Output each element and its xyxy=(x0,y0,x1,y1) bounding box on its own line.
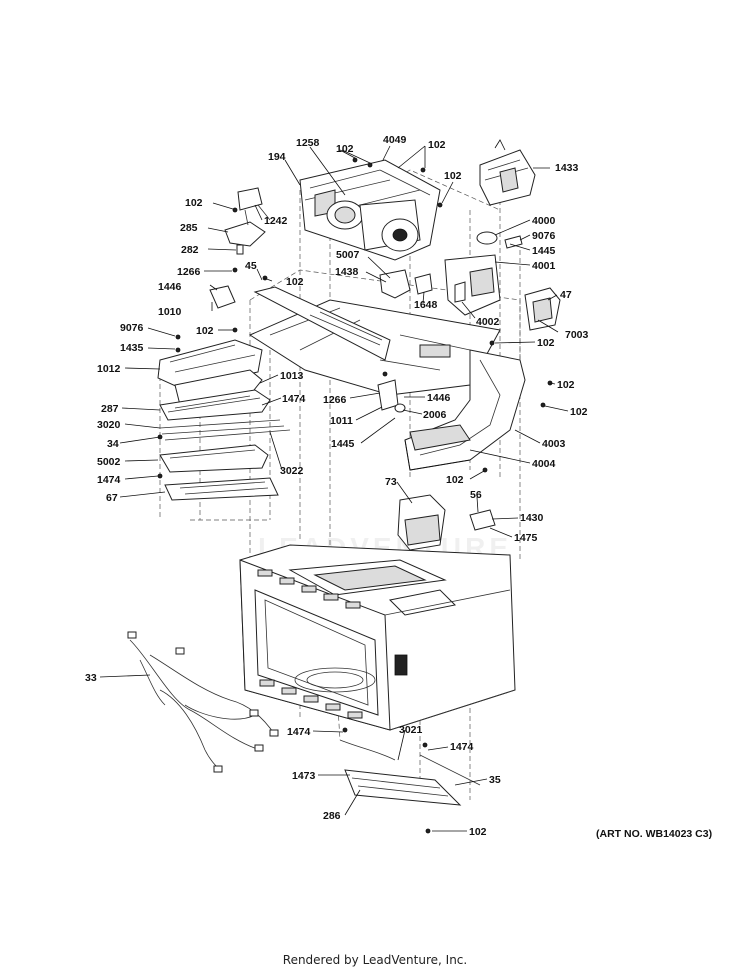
callout-label: 1474 xyxy=(287,726,311,738)
duct-clip-1438 xyxy=(379,269,433,299)
callout-label: 47 xyxy=(560,289,572,301)
callout-label: 2006 xyxy=(423,409,447,421)
fan-motor-1258 xyxy=(326,199,421,252)
callout-label: 1474 xyxy=(97,474,121,486)
callout-label: 1010 xyxy=(158,306,182,318)
lamp-assembly-285 xyxy=(224,187,271,255)
callout-label: 4001 xyxy=(532,260,556,272)
art-number: (ART NO. WB14023 C3) xyxy=(596,828,713,840)
callout-label: 1474 xyxy=(450,741,474,753)
callout-label: 33 xyxy=(85,672,97,684)
callout-label: 1475 xyxy=(514,532,538,544)
callout-label: 1474 xyxy=(282,393,306,405)
callout-label: 102 xyxy=(286,276,304,288)
transformer-1433 xyxy=(479,139,536,206)
callout-label: 4000 xyxy=(532,215,556,227)
callout-label: 4049 xyxy=(383,134,407,146)
callout-label: 1648 xyxy=(414,299,438,311)
callout-label: 194 xyxy=(268,151,286,163)
callout-label: 1445 xyxy=(532,245,556,257)
callout-label: 102 xyxy=(537,337,555,349)
callout-label: 56 xyxy=(470,489,482,501)
callout-label: 73 xyxy=(385,476,397,488)
callout-label: 4002 xyxy=(476,316,500,328)
callout-label: 35 xyxy=(489,774,501,786)
callout-label: 285 xyxy=(180,222,198,234)
callout-label: 102 xyxy=(469,826,487,838)
callout-label: 7003 xyxy=(565,329,589,341)
callout-label: 1242 xyxy=(264,215,288,227)
callout-label: 1446 xyxy=(427,392,451,404)
leader-lines xyxy=(99,145,569,832)
callout-label: 9076 xyxy=(120,322,144,334)
callout-label: 102 xyxy=(557,379,575,391)
footer-credit: Rendered by LeadVenture, Inc. xyxy=(282,953,468,967)
callout-label: 4004 xyxy=(532,458,556,470)
wire-harness-33 xyxy=(127,631,279,773)
callout-label: 1446 xyxy=(158,281,182,293)
callout-label: 1438 xyxy=(335,266,359,278)
cavity-vent-slots xyxy=(257,569,363,719)
callout-label: 102 xyxy=(185,197,203,209)
bracket-47 xyxy=(524,287,561,331)
callout-label: 1012 xyxy=(97,363,121,375)
base-plate-45 xyxy=(248,286,501,396)
callout-label: 1266 xyxy=(177,266,201,278)
callout-label: 1011 xyxy=(330,415,353,427)
callout-label: 5007 xyxy=(336,249,360,261)
callout-label: 102 xyxy=(428,139,446,151)
callout-label: 3021 xyxy=(399,724,423,736)
callout-labels: 102 4049 102 1258 194 102 1433 102 1242 … xyxy=(85,134,589,838)
callout-label: 9076 xyxy=(532,230,556,242)
callout-label: 1435 xyxy=(120,342,144,354)
magnetron-73 xyxy=(397,494,496,551)
callout-label: 286 xyxy=(323,810,341,822)
callout-label: 287 xyxy=(101,403,119,415)
callout-label: 1258 xyxy=(296,137,320,149)
callout-label: 5002 xyxy=(97,456,121,468)
callout-label: 3020 xyxy=(97,419,121,431)
callout-label: 102 xyxy=(336,143,354,155)
callout-label: 3022 xyxy=(280,465,304,477)
callout-label: 102 xyxy=(446,474,464,486)
callout-label: 282 xyxy=(181,244,199,256)
damper-assembly-4001 xyxy=(444,231,523,316)
callout-label: 1266 xyxy=(323,394,347,406)
callout-label: 1430 xyxy=(520,512,544,524)
callout-label: 67 xyxy=(106,492,118,504)
callout-label: 1445 xyxy=(331,438,355,450)
bottom-light-assembly xyxy=(339,739,481,806)
switch-assembly-1011 xyxy=(377,379,406,413)
callout-label: 102 xyxy=(570,406,588,418)
callout-label: 4003 xyxy=(542,438,566,450)
callout-label: 1433 xyxy=(555,162,579,174)
callout-label: 34 xyxy=(107,438,119,450)
callout-label: 1473 xyxy=(292,770,316,782)
callout-label: 1013 xyxy=(280,370,304,382)
callout-label: 102 xyxy=(196,325,214,337)
oven-cavity xyxy=(239,544,516,731)
left-component-stack xyxy=(157,285,291,501)
air-duct-4003 xyxy=(404,349,526,471)
callout-label: 45 xyxy=(245,260,257,272)
callout-label: 102 xyxy=(444,170,462,182)
